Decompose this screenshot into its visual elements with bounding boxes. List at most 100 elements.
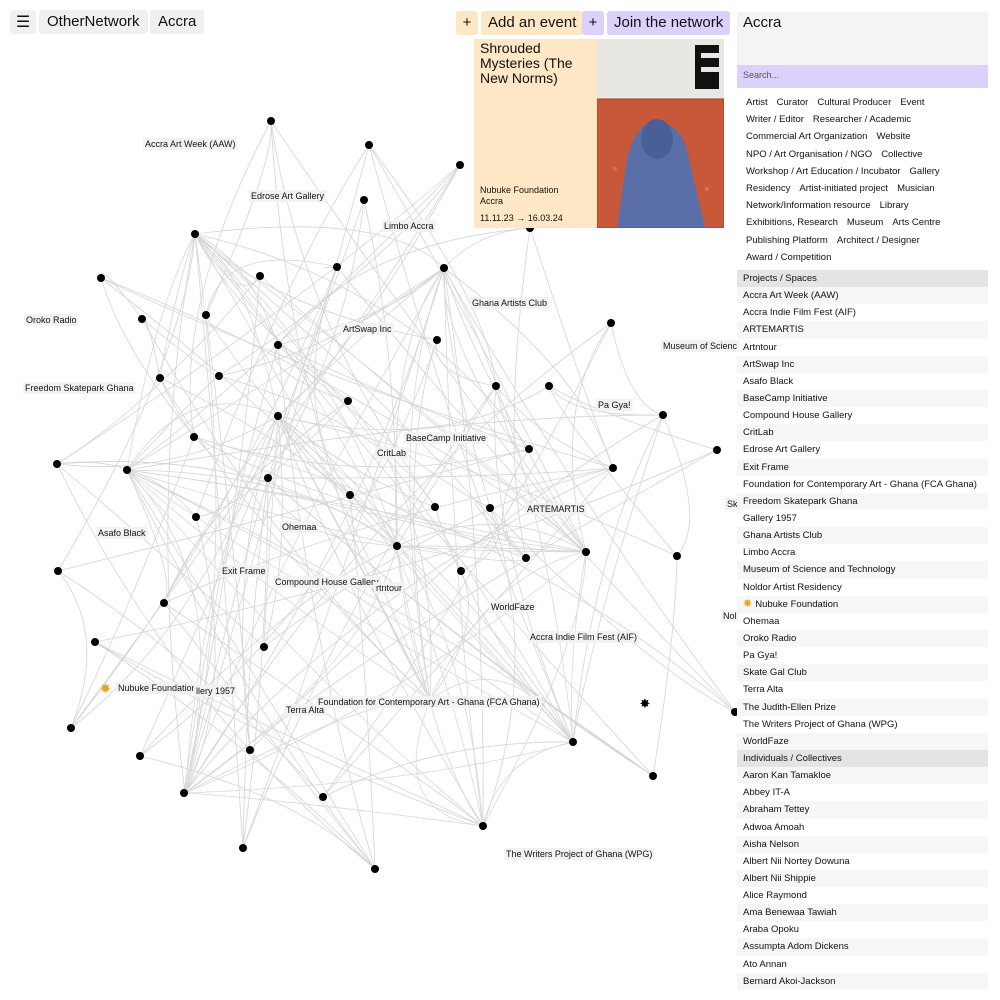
event-card[interactable]: Shrouded Mysteries (The New Norms) Nubuk… xyxy=(474,39,724,228)
graph-node[interactable] xyxy=(365,141,373,149)
list-item[interactable]: Oroko Radio xyxy=(737,629,988,648)
list-item[interactable]: Abbey IT-A xyxy=(737,784,988,801)
section-header-projects[interactable]: Projects / Spaces xyxy=(737,270,988,288)
graph-node-label[interactable]: ArtSwap Inc xyxy=(341,323,395,335)
graph-node[interactable] xyxy=(136,752,144,760)
graph-node[interactable] xyxy=(319,793,327,801)
filter-tag[interactable]: Arts Centre xyxy=(892,217,941,229)
graph-node[interactable] xyxy=(333,263,341,271)
menu-icon[interactable]: ☰ xyxy=(10,10,36,34)
filter-tag[interactable]: Library xyxy=(879,200,909,212)
graph-node[interactable] xyxy=(138,315,146,323)
filter-tag[interactable]: Artist-initiated project xyxy=(799,183,889,195)
filter-tag[interactable]: Residency xyxy=(746,183,791,195)
list-item[interactable]: Araba Opoku xyxy=(737,921,988,938)
graph-node[interactable] xyxy=(713,446,721,454)
list-item[interactable]: Artntour xyxy=(737,339,988,356)
filter-tag[interactable]: Exhibitions, Research xyxy=(746,217,838,229)
filter-tag[interactable]: NPO / Art Organisation / NGO xyxy=(746,148,873,160)
graph-node[interactable] xyxy=(274,341,282,349)
graph-node[interactable] xyxy=(274,412,282,420)
graph-node[interactable] xyxy=(433,336,441,344)
list-item[interactable]: Limbo Accra xyxy=(737,544,988,561)
filter-tag[interactable]: Writer / Editor xyxy=(746,114,804,126)
graph-node[interactable] xyxy=(486,504,494,512)
graph-node[interactable] xyxy=(582,548,590,556)
graph-node[interactable] xyxy=(649,772,657,780)
list-item[interactable]: Alice Raymond xyxy=(737,887,988,904)
list-item[interactable]: Pa Gya! xyxy=(737,647,988,664)
graph-node[interactable] xyxy=(607,319,615,327)
list-item[interactable]: Asafo Black xyxy=(737,373,988,390)
graph-node-label[interactable]: Edrose Art Gallery xyxy=(249,190,327,202)
list-item[interactable]: The Judith-Ellen Prize xyxy=(737,698,988,716)
graph-node[interactable] xyxy=(431,503,439,511)
list-item[interactable]: Accra Indie Film Fest (AIF) xyxy=(737,304,988,321)
graph-node-label[interactable]: Oroko Radio xyxy=(24,314,79,326)
city-title[interactable]: Accra xyxy=(150,10,205,34)
graph-node[interactable] xyxy=(215,372,223,380)
filter-tag[interactable]: Cultural Producer xyxy=(817,97,892,109)
list-item[interactable]: Ghana Artists Club xyxy=(737,527,988,545)
graph-node[interactable] xyxy=(609,464,617,472)
graph-node[interactable] xyxy=(346,491,354,499)
graph-node[interactable] xyxy=(673,552,681,560)
graph-node[interactable] xyxy=(239,844,247,852)
graph-node[interactable] xyxy=(256,272,264,280)
graph-node[interactable] xyxy=(191,230,199,238)
graph-node[interactable] xyxy=(180,789,188,797)
graph-node-label[interactable]: Pa Gya! xyxy=(596,399,633,411)
list-item[interactable]: Gallery 1957 xyxy=(737,510,988,527)
add-event-plus-icon[interactable]: + xyxy=(456,11,478,35)
filter-tag[interactable]: Network/Information resource xyxy=(746,200,871,212)
graph-node-label[interactable]: Ohemaa xyxy=(280,521,319,533)
graph-node-label[interactable]: Nubuke Foundation✸ xyxy=(100,681,199,696)
filter-tag[interactable]: Publishing Platform xyxy=(746,234,828,246)
filter-tag[interactable]: Curator xyxy=(776,97,809,109)
graph-node[interactable] xyxy=(160,599,168,607)
graph-node[interactable] xyxy=(659,411,667,419)
filter-tag[interactable]: Architect / Designer xyxy=(836,234,920,246)
filter-tag[interactable]: Collective xyxy=(881,148,923,160)
list-item[interactable]: CritLab xyxy=(737,424,988,442)
graph-node[interactable] xyxy=(456,161,464,169)
graph-node[interactable] xyxy=(156,374,164,382)
graph-node[interactable] xyxy=(569,738,577,746)
join-network-button[interactable]: Join the network xyxy=(607,11,731,35)
search-input[interactable]: Search... xyxy=(737,65,988,88)
list-item[interactable]: Abraham Tettey xyxy=(737,801,988,819)
list-item[interactable]: Aaron Kan Tamakloe xyxy=(737,767,988,785)
graph-node[interactable] xyxy=(522,554,530,562)
list-item[interactable]: Bernard Akoi-Jackson xyxy=(737,972,988,990)
graph-node-label[interactable]: Exit Frame xyxy=(220,565,268,577)
graph-node[interactable] xyxy=(190,433,198,441)
graph-node-label[interactable]: ARTEMARTIS xyxy=(525,503,587,515)
graph-node-label[interactable]: rtntour xyxy=(374,582,405,594)
list-item[interactable]: ✸Nubuke Foundation xyxy=(737,595,988,613)
graph-node-label[interactable]: llery 1957 xyxy=(194,685,238,697)
graph-node[interactable] xyxy=(457,567,465,575)
list-item[interactable]: Freedom Skatepark Ghana xyxy=(737,492,988,510)
list-item[interactable]: Noldor Artist Residency xyxy=(737,579,988,596)
list-item[interactable]: Compound House Gallery xyxy=(737,407,988,424)
list-item[interactable]: Ato Annan xyxy=(737,956,988,973)
list-item[interactable]: BaseCamp Initiative xyxy=(737,389,988,408)
filter-tag[interactable]: Award / Competition xyxy=(746,251,832,263)
filter-tag[interactable]: Researcher / Academic xyxy=(812,114,912,126)
filter-tag[interactable]: Event xyxy=(900,97,925,109)
filter-tag[interactable]: Workshop / Art Education / Incubator xyxy=(746,165,901,177)
graph-node[interactable] xyxy=(393,542,401,550)
graph-node[interactable] xyxy=(371,865,379,873)
list-item[interactable]: Foundation for Contemporary Art - Ghana … xyxy=(737,476,988,493)
graph-node-label[interactable]: Freedom Skatepark Ghana xyxy=(23,382,136,394)
list-item[interactable]: Accra Art Week (AAW) xyxy=(737,287,988,305)
graph-node[interactable] xyxy=(91,638,99,646)
graph-node-label[interactable]: Museum of Scienc xyxy=(661,340,740,352)
list-item[interactable]: WorldFaze xyxy=(737,732,988,750)
graph-node[interactable] xyxy=(344,397,352,405)
add-event-button[interactable]: Add an event xyxy=(481,11,584,35)
graph-node[interactable] xyxy=(67,724,75,732)
graph-node-label[interactable]: The Writers Project of Ghana (WPG) xyxy=(504,848,655,860)
list-item[interactable]: Adwoa Amoah xyxy=(737,819,988,836)
